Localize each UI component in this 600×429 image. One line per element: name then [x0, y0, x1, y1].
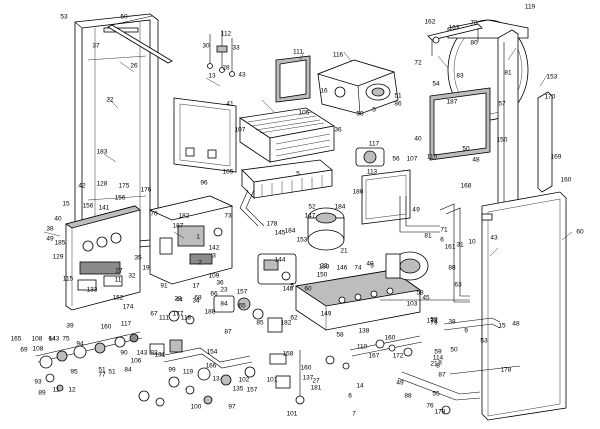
top-rail: [107, 15, 173, 64]
control-panel: [65, 205, 141, 311]
gas-valve: [257, 253, 297, 285]
pipe-fittings-left: [35, 331, 183, 369]
side-panel-153: [429, 87, 491, 161]
back-frame: [74, 13, 159, 253]
front-cover: [481, 191, 567, 421]
pipe-fittings-center: [159, 347, 305, 405]
panel-73: [361, 169, 411, 225]
electrode-assembly: [207, 30, 235, 77]
hydraulic-group: [294, 269, 422, 331]
vessel-bracket: [427, 23, 483, 56]
small-tank-65: [307, 207, 345, 251]
valve-cluster: [168, 295, 283, 333]
leader-lines: [43, 47, 573, 257]
pipe-runs: [239, 189, 521, 401]
mid-panel-109: [173, 97, 237, 173]
insulation-panel-116: [275, 55, 311, 103]
pressure-switch: [355, 147, 385, 167]
fan-hood: [316, 59, 399, 115]
burner-bank: [241, 159, 333, 199]
pump: [385, 251, 429, 281]
heat-exchanger: [238, 107, 336, 163]
screws-washers: [45, 339, 451, 415]
electronics-tray: [148, 195, 234, 285]
